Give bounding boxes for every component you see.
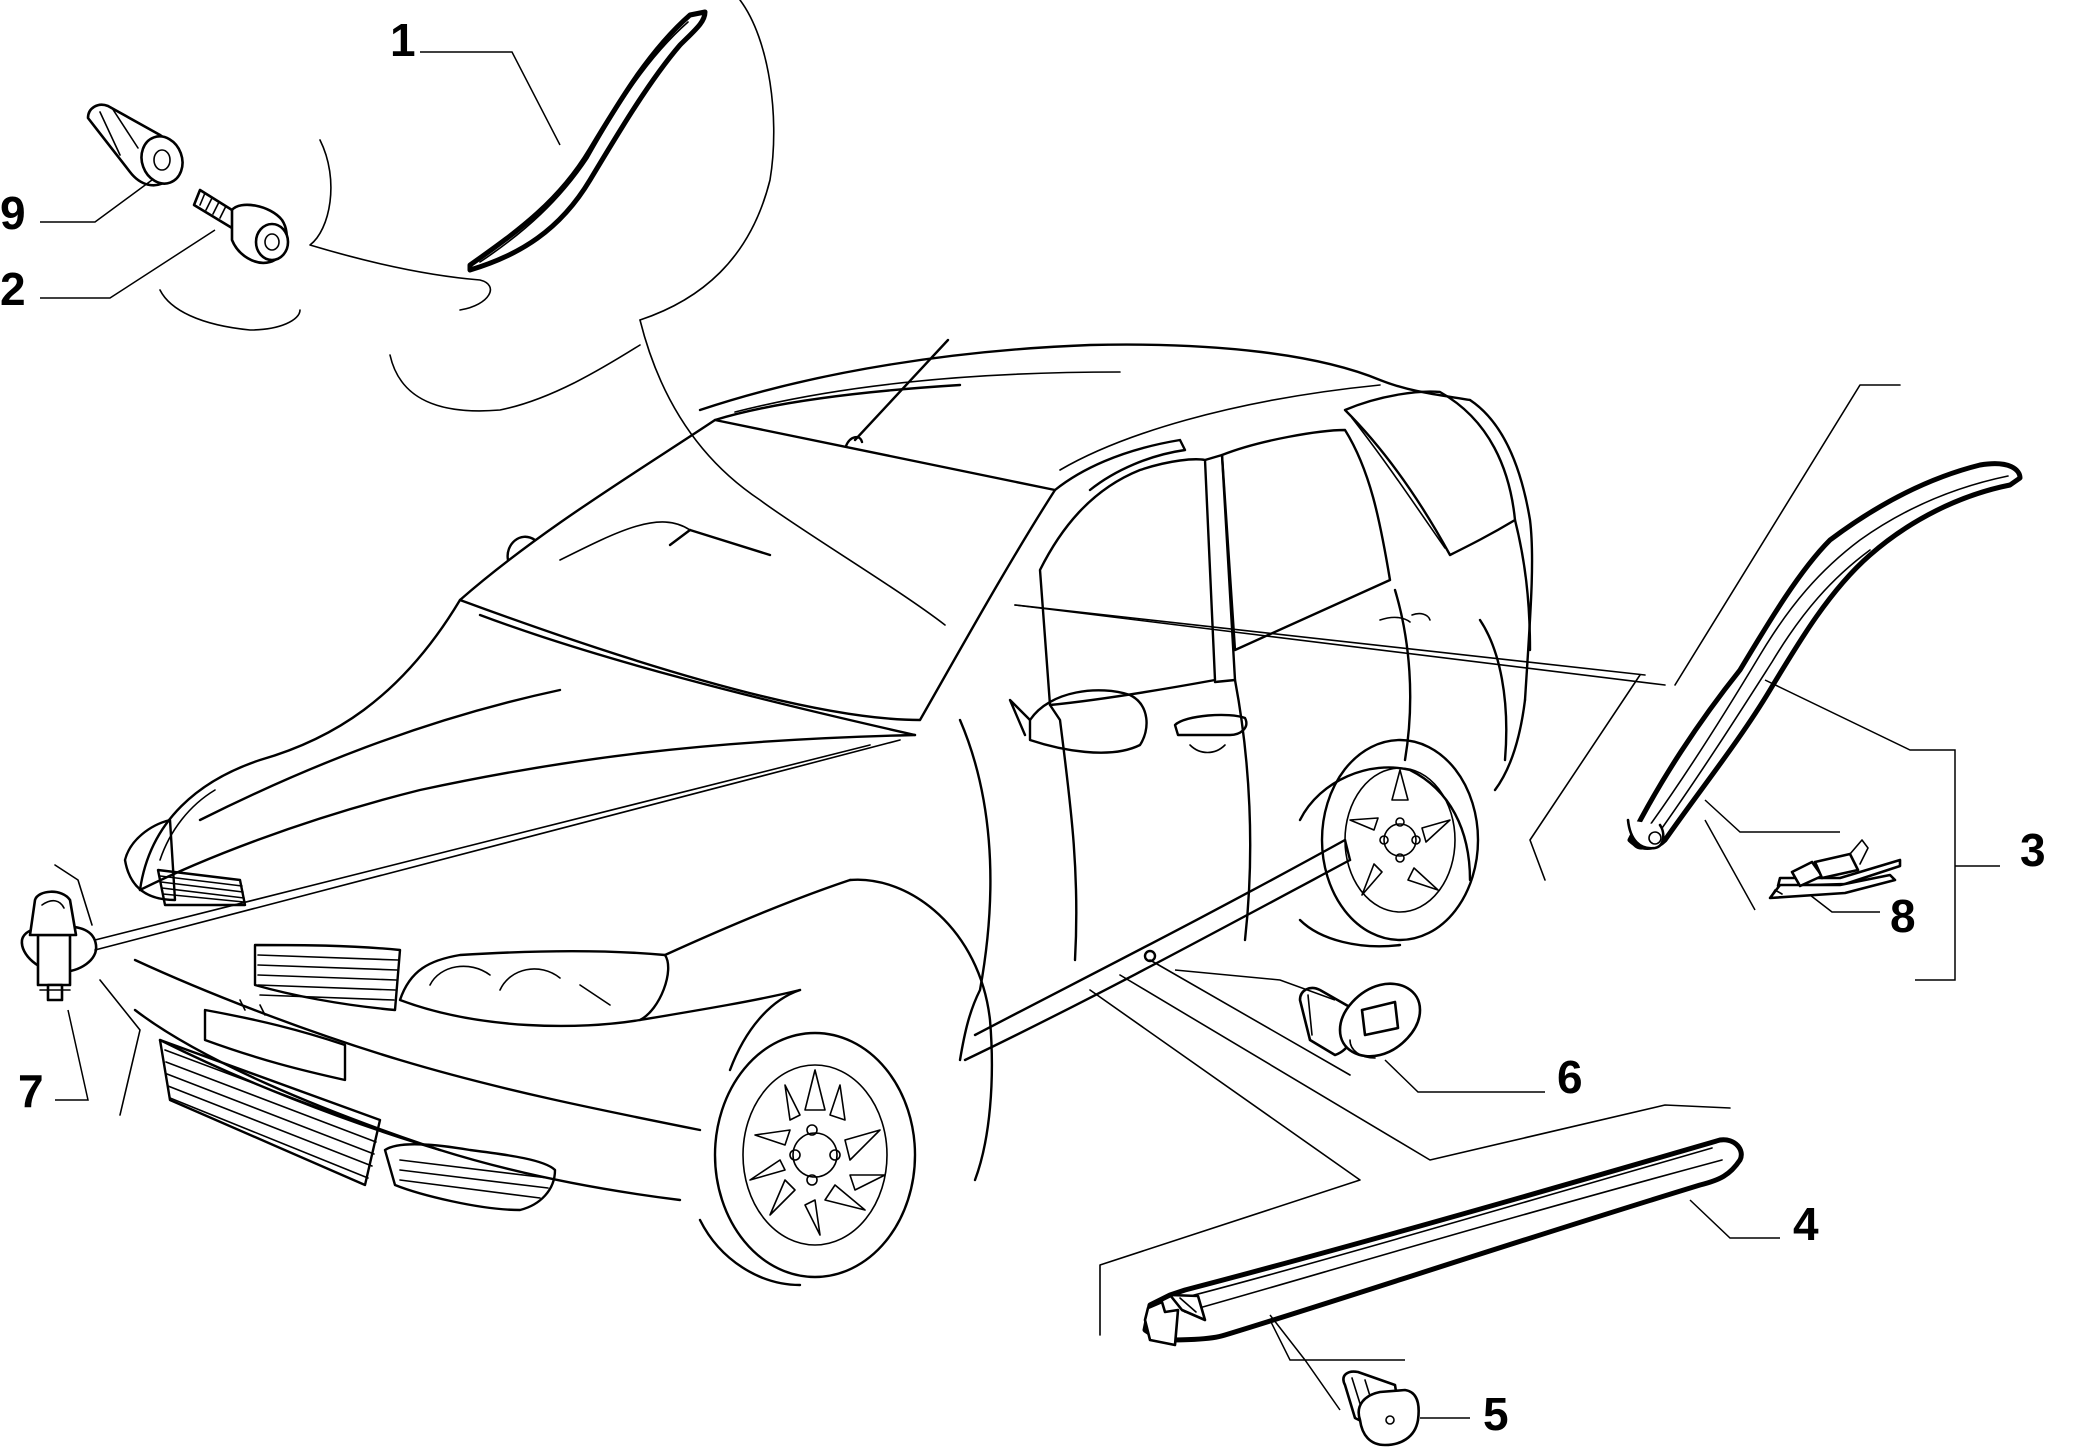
detail-bubble-outline — [159, 0, 946, 626]
part-4-sill-seal — [1142, 1137, 1744, 1347]
callout-4: 4 — [1793, 1198, 1819, 1250]
callout-8: 8 — [1890, 890, 1916, 942]
callout-2: 2 — [0, 263, 26, 315]
car-illustration — [123, 338, 1534, 1287]
callout-7: 7 — [18, 1065, 44, 1117]
part-7-push-clip — [20, 890, 98, 1002]
callout-5: 5 — [1483, 1388, 1509, 1440]
part-1-pillar-seal — [467, 9, 708, 273]
part-3-door-seal — [1626, 461, 2023, 850]
leader-lines — [40, 51, 2000, 1419]
callout-3: 3 — [2020, 824, 2046, 876]
part-5-clip — [1342, 1370, 1420, 1447]
part-8-clip — [1768, 839, 1902, 900]
part-2-bolt — [192, 188, 290, 265]
part-6-grommet — [1298, 982, 1422, 1059]
callout-labels: 1 9 2 3 8 7 6 4 5 — [0, 14, 2046, 1440]
callout-6: 6 — [1557, 1051, 1583, 1103]
callout-9: 9 — [0, 187, 26, 239]
part-9-nut — [86, 103, 184, 187]
callout-1: 1 — [390, 14, 416, 66]
